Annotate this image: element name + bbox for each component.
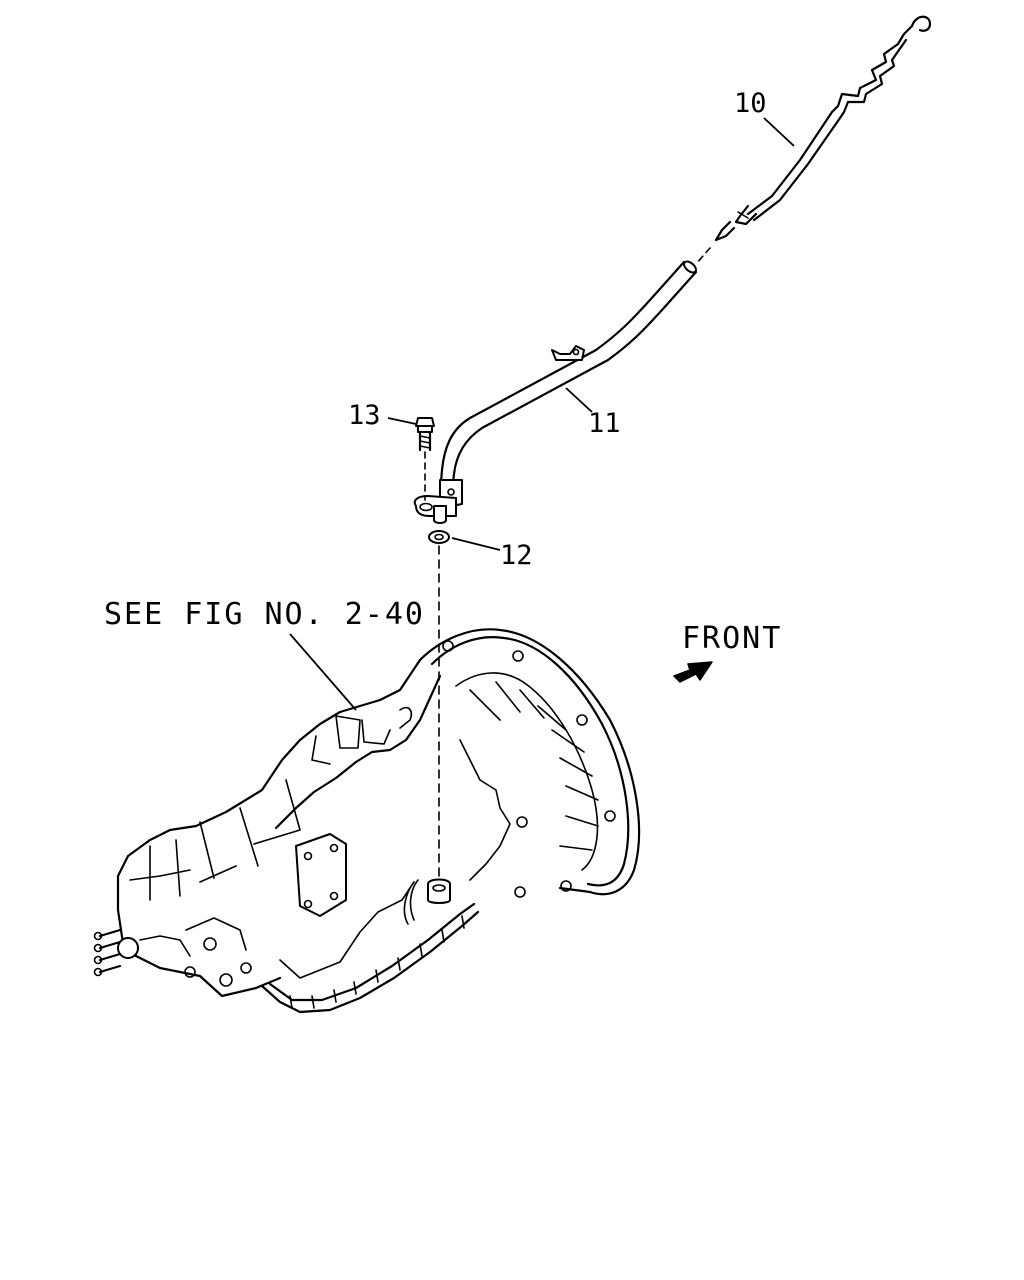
bolt-part[interactable] [415, 417, 435, 501]
leader-reference [289, 633, 357, 711]
leader-12 [451, 537, 501, 551]
callout-13: 13 [348, 400, 381, 431]
transmission-assembly[interactable] [93, 628, 641, 1014]
guide-tube-part[interactable] [413, 247, 711, 524]
o-ring-part[interactable] [428, 530, 450, 889]
callout-10: 10 [734, 88, 767, 119]
front-label: FRONT [682, 621, 782, 656]
callout-11: 11 [588, 408, 621, 439]
leader-11 [565, 387, 593, 413]
dipstick-part[interactable] [714, 15, 932, 242]
front-arrow-icon [673, 661, 713, 683]
leader-10 [763, 117, 795, 147]
leader-13 [387, 417, 417, 425]
callout-12: 12 [500, 540, 533, 571]
reference-note: SEE FIG NO. 2-40 [104, 597, 425, 632]
